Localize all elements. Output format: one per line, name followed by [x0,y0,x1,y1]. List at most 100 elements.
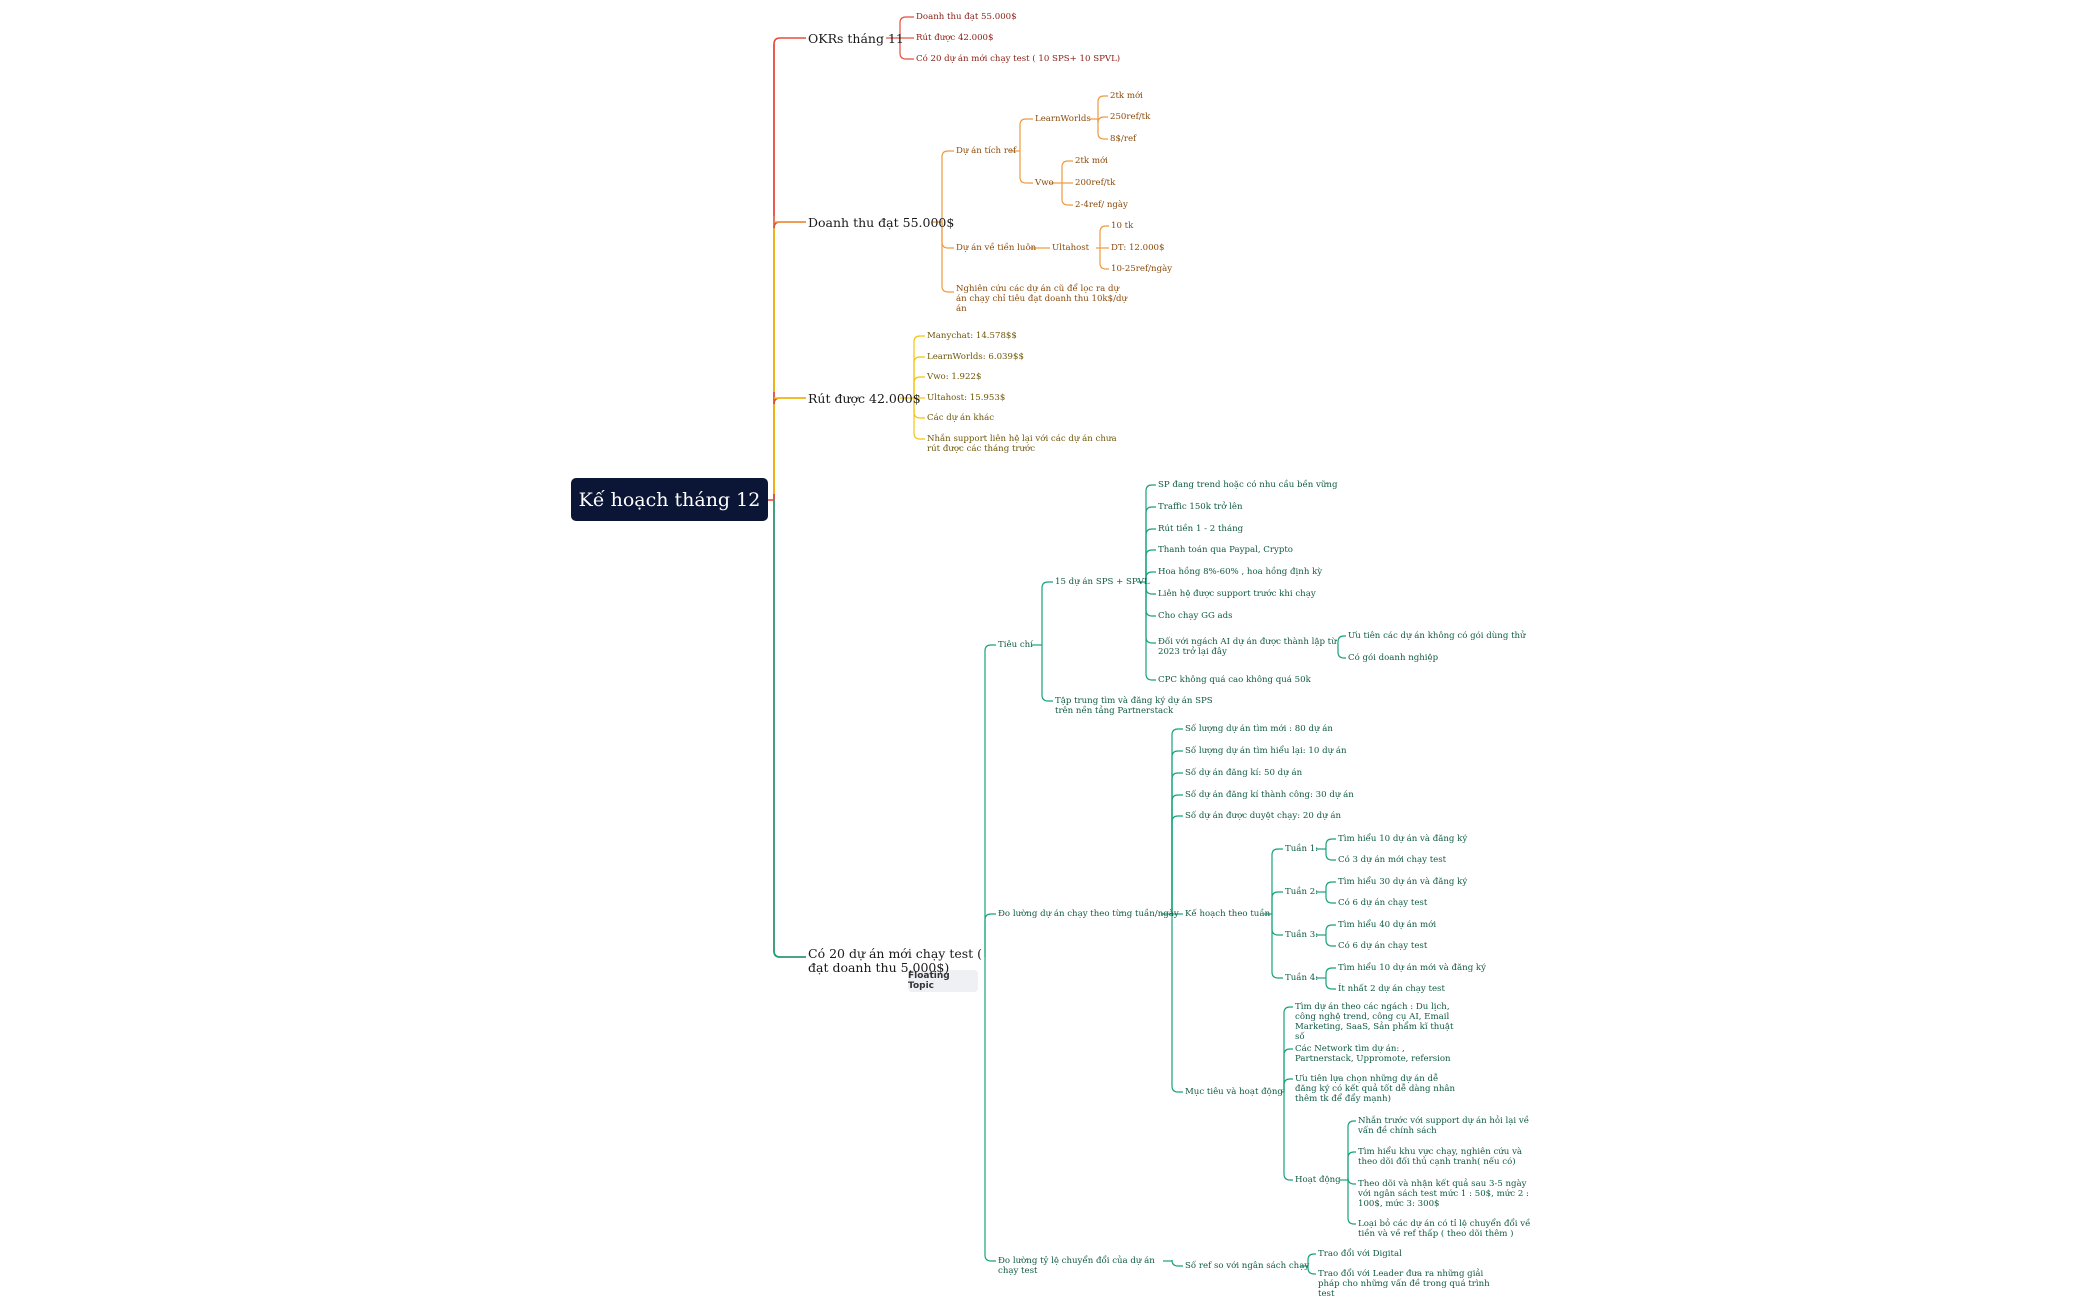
okr-item[interactable]: Rút được 42.000$ [916,33,994,43]
tieu-chi-node[interactable]: Tiêu chí [998,640,1033,650]
criteria-item[interactable]: Liên hệ được support trước khi chạy [1158,589,1316,599]
leaf-item[interactable]: 2tk mới [1075,156,1108,166]
topic-revenue[interactable]: Doanh thu đạt 55.000$ [808,215,955,230]
criteria-item[interactable]: Cho chạy GG ads [1158,611,1233,621]
sps-node[interactable]: 15 dự án SPS + SPVL [1055,577,1150,587]
leaf-item[interactable]: 250ref/tk [1110,112,1151,122]
week-node[interactable]: Tuần 1: [1285,844,1319,854]
so-ref-item[interactable]: Trao đổi với Digital [1318,1249,1402,1259]
withdraw-item[interactable]: Manychat: 14.578$$ [927,331,1017,341]
connector-line [1145,571,1156,582]
connector-line [1145,582,1156,644]
so-ref-item[interactable]: Trao đổi với Leader đưa ra những giải ph… [1318,1269,1490,1299]
count-item[interactable]: Số dự án đăng kí: 50 dự án [1185,768,1303,778]
activity-item[interactable]: Tìm hiểu khu vực chạy, nghiên cứu và the… [1358,1147,1523,1167]
count-item[interactable]: Số lượng dự án tìm hiểu lại: 10 dự án [1185,746,1347,756]
week-item[interactable]: Tìm hiểu 30 dự án và đăng ký [1338,877,1468,887]
week-item[interactable]: Có 3 dự án mới chạy test [1338,855,1447,865]
do-luong-node[interactable]: Đo lường dự án chạy theo từng tuần/ngày [998,909,1179,919]
goal-item[interactable]: Tìm dự án theo các ngách : Du lịch, công… [1295,1002,1454,1042]
revenue-tich-ref[interactable]: Dự án tích ref [956,146,1017,156]
weekly-plan-node[interactable]: Kế hoạch theo tuần [1185,909,1271,919]
partnerstack-note[interactable]: Tập trung tìm và đăng ký dự án SPS trên … [1055,696,1213,716]
connector-line [1171,815,1183,914]
week-item[interactable]: Tìm hiểu 10 dự án mới và đăng ký [1338,963,1486,973]
connector-line [1283,1048,1293,1092]
criteria-item[interactable]: SP đang trend hoặc có nhu cầu bền vững [1158,480,1338,490]
connector-line [1019,118,1033,151]
okr-item[interactable]: Có 20 dự án mới chạy test ( 10 SPS+ 10 S… [916,54,1121,64]
leaf-item[interactable]: DT: 12.000$ [1111,243,1165,253]
connector-line [773,37,806,500]
learnworlds-node[interactable]: LearnWorlds [1035,114,1091,124]
criteria-item[interactable]: Hoa hồng 8%-60% , hoa hồng định kỳ [1158,567,1323,577]
connector-line [1325,849,1336,861]
connector-line [773,500,806,958]
connector-line [899,16,914,38]
goal-item[interactable]: Các Network tìm dự án: , Partnerstack, U… [1295,1044,1451,1064]
connector-line [1271,914,1283,979]
withdraw-item[interactable]: LearnWorlds: 6.039$$ [927,352,1024,362]
goals-node[interactable]: Mục tiêu và hoạt động [1185,1087,1283,1097]
connector-line [1307,1266,1316,1275]
count-item[interactable]: Số lượng dự án tìm mới : 80 dự án [1185,724,1333,734]
revenue-research[interactable]: Nghiên cứu các dự án cũ để lọc ra dự án … [956,284,1128,314]
criteria-item[interactable]: CPC không quá cao không quá 50k [1158,675,1311,685]
activity-item[interactable]: Nhắn trước với support dự án hỏi lại về … [1358,1116,1530,1136]
connector-line [941,150,954,222]
connector-line [1271,914,1283,936]
leaf-item[interactable]: 10 tk [1111,221,1134,231]
revenue-tien-luon[interactable]: Dự án về tiền luôn [956,243,1037,253]
week-item[interactable]: Ít nhất 2 dự án chạy test [1338,984,1445,994]
week-node[interactable]: Tuần 2: [1285,887,1319,897]
floating-topic[interactable]: Floating Topic [908,970,978,992]
criteria-item[interactable]: Rút tiền 1 - 2 tháng [1158,524,1244,534]
connector-line [1271,848,1283,914]
connector-line [1041,581,1053,645]
week-item[interactable]: Có 6 dự án chạy test [1338,941,1428,951]
withdraw-item[interactable]: Vwo: 1.922$ [927,372,982,382]
count-item[interactable]: Số dự án được duyệt chạy: 20 dự án [1185,811,1341,821]
withdraw-item[interactable]: Các dự án khác [927,413,995,423]
activity-item[interactable]: Theo dõi và nhận kết quả sau 3-5 ngày vớ… [1358,1179,1529,1209]
ultahost-node[interactable]: Ultahost [1052,243,1090,253]
count-item[interactable]: Số dự án đăng kí thành công: 30 dự án [1185,790,1354,800]
topic-withdraw[interactable]: Rút được 42.000$ [808,391,921,406]
so-ref-node[interactable]: Số ref so với ngân sách chạy [1185,1261,1310,1271]
activity-item[interactable]: Loại bỏ các dự án có tỉ lệ chuyển đổi về… [1358,1219,1531,1239]
connector-line [1325,892,1336,904]
connector-line [1061,160,1073,183]
connector-line [1061,183,1073,206]
connector-line [1145,582,1156,681]
topic-projects[interactable]: Có 20 dự án mới chạy test ( đạt doanh th… [808,946,983,976]
ty-le-node[interactable]: Đo lường tỷ lệ chuyển đổi của dự án chạy… [998,1256,1155,1276]
leaf-item[interactable]: 8$/ref [1110,134,1137,144]
criteria-item[interactable]: Thanh toán qua Paypal, Crypto [1158,545,1293,555]
week-node[interactable]: Tuần 3: [1285,930,1319,940]
leaf-item[interactable]: 10-25ref/ngày [1111,264,1173,274]
week-item[interactable]: Có 6 dự án chạy test [1338,898,1428,908]
leaf-item[interactable]: 2-4ref/ ngày [1075,200,1128,210]
week-item[interactable]: Tìm hiểu 10 dự án và đăng ký [1338,834,1468,844]
ai-item[interactable]: Có gói doanh nghiệp [1348,653,1439,663]
leaf-item[interactable]: 200ref/tk [1075,178,1116,188]
withdraw-item[interactable]: Nhắn support liên hệ lại với các dự án c… [927,434,1117,454]
week-node[interactable]: Tuần 4: [1285,973,1319,983]
connector-line [1283,1092,1293,1181]
connector-line [1041,645,1053,702]
week-item[interactable]: Tìm hiểu 40 dự án mới [1338,920,1437,930]
ai-criteria[interactable]: Đối với ngách AI dự án được thành lập từ… [1158,637,1337,657]
criteria-item[interactable]: Traffic 150k trở lên [1158,502,1243,512]
topic-okrs[interactable]: OKRs tháng 11 [808,31,904,46]
goal-item[interactable]: Ưu tiên lựa chọn những dự án dễ đăng ký … [1295,1074,1456,1104]
connector-line [773,221,806,500]
ai-item[interactable]: Ưu tiên các dự án không có gói dùng thử [1348,631,1526,641]
leaf-item[interactable]: 2tk mới [1110,91,1143,101]
connector-line [1171,728,1183,914]
connector-line [941,222,954,293]
vwo-node[interactable]: Vwo [1035,178,1054,188]
withdraw-item[interactable]: Ultahost: 15.953$ [927,393,1006,403]
activities-node[interactable]: Hoạt động [1295,1175,1341,1185]
okr-item[interactable]: Doanh thu đạt 55.000$ [916,12,1017,22]
root-topic[interactable]: Kế hoạch tháng 12 [571,478,768,521]
